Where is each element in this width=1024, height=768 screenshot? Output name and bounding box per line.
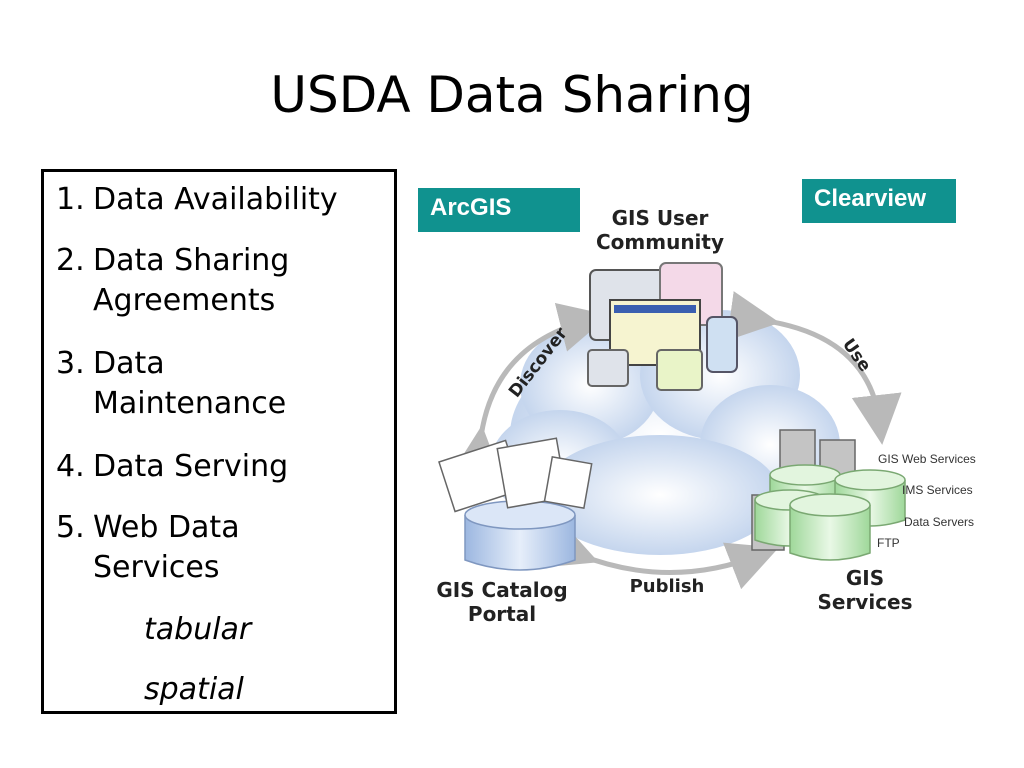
discover-arrow bbox=[452, 303, 610, 478]
catalog-portal-icon bbox=[438, 437, 593, 571]
list-text: Maintenance bbox=[93, 386, 287, 421]
computer-icon bbox=[587, 262, 738, 391]
list-number: 4. bbox=[56, 449, 85, 484]
list-item-3: 3.Data Maintenance bbox=[56, 344, 286, 424]
user-community-label-1: GIS User bbox=[612, 206, 709, 230]
catalog-portal-label-1: GIS Catalog bbox=[436, 578, 567, 602]
service-type-label: GIS Web Services bbox=[878, 452, 976, 466]
list-item-5: 5.Web Data Services bbox=[56, 508, 240, 588]
list-number: 5. bbox=[56, 510, 85, 545]
list-number: 2. bbox=[56, 243, 85, 278]
catalog-portal-label-2: Portal bbox=[468, 602, 536, 626]
list-item-2: 2.Data Sharing Agreements bbox=[56, 241, 289, 321]
services-label-2: Services bbox=[817, 590, 912, 614]
arcgis-tag: ArcGIS bbox=[418, 188, 580, 232]
list-text: Services bbox=[93, 550, 220, 585]
services-label-1: GIS bbox=[846, 566, 884, 590]
publish-label: Publish bbox=[630, 576, 705, 597]
list-subitem-spatial: spatial bbox=[144, 672, 244, 707]
list-number: 1. bbox=[56, 182, 85, 217]
page-title: USDA Data Sharing bbox=[270, 66, 754, 124]
list-text: Data bbox=[93, 346, 165, 381]
list-text: Data Sharing bbox=[93, 243, 290, 278]
list-subitem-tabular: tabular bbox=[144, 612, 252, 647]
list-box: 1.Data Availability 2.Data Sharing Agree… bbox=[41, 169, 397, 714]
list-number: 3. bbox=[56, 346, 85, 381]
database-icon bbox=[751, 429, 906, 561]
list-text: Data Serving bbox=[93, 449, 289, 484]
service-type-label: FTP bbox=[877, 536, 900, 550]
use-arrow bbox=[726, 291, 902, 445]
service-type-label: Data Servers bbox=[904, 515, 974, 529]
service-type-label: IMS Services bbox=[902, 483, 973, 497]
clearview-tag: Clearview bbox=[802, 179, 956, 223]
publish-arrow bbox=[542, 520, 779, 590]
list-text: Web Data bbox=[93, 510, 240, 545]
list-item-4: 4.Data Serving bbox=[56, 447, 288, 487]
user-community-label-2: Community bbox=[596, 230, 724, 254]
gis-diagram: GIS User Community GIS Catalog Portal GI… bbox=[436, 206, 976, 626]
list-item-1: 1.Data Availability bbox=[56, 180, 338, 220]
list-text: Agreements bbox=[93, 283, 276, 318]
list-text: Data Availability bbox=[93, 182, 338, 217]
